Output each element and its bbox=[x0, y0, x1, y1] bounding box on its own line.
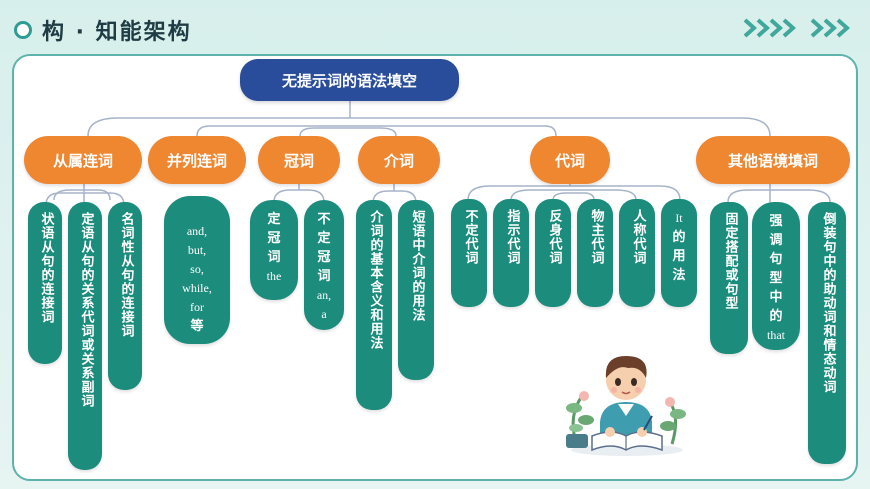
leaf-label: 短语中介词的用法 bbox=[409, 210, 425, 322]
ring-icon bbox=[14, 21, 32, 39]
leaf-line: so, bbox=[190, 262, 204, 276]
leaf-line: that bbox=[767, 328, 785, 342]
leaf-coordinating-examples: and, but, so, while, for 等 bbox=[164, 196, 230, 344]
leaf-label: 反身代词 bbox=[546, 209, 562, 265]
leaf-line: 定 bbox=[317, 231, 331, 246]
leaf-label: 倒装句中的助动词和情态动词 bbox=[820, 212, 836, 394]
leaf-noun-clause-connectors: 名词性从句的连接词 bbox=[108, 202, 142, 390]
leaf-lines: and, but, so, while, for 等 bbox=[182, 196, 212, 336]
leaf-line: It bbox=[675, 211, 683, 225]
leaf-indefinite-pronouns: 不定代词 bbox=[451, 199, 487, 307]
leaf-relative-pronouns-adverbs: 定语从句的关系代词或关系副词 bbox=[68, 202, 102, 470]
chevron-right-icon bbox=[782, 18, 796, 38]
category-pronouns: 代词 bbox=[530, 136, 610, 184]
leaf-label: 指示代词 bbox=[504, 209, 520, 265]
leaf-reflexive-pronouns: 反身代词 bbox=[535, 199, 571, 307]
leaf-label: 人称代词 bbox=[630, 209, 646, 265]
leaf-line: 句 bbox=[769, 252, 783, 267]
leaf-line: 的 bbox=[769, 309, 783, 324]
leaf-preposition-basic-usage: 介词的基本含义和用法 bbox=[356, 200, 392, 410]
leaf-line: 调 bbox=[769, 233, 783, 248]
category-prepositions: 介词 bbox=[358, 136, 440, 184]
leaf-line: 词 bbox=[267, 250, 281, 265]
chevron-right-icon bbox=[836, 18, 850, 38]
category-coordinating-conjunctions: 并列连词 bbox=[148, 136, 246, 184]
leaf-line: 强 bbox=[769, 214, 783, 229]
child-reading-illustration bbox=[566, 356, 686, 456]
leaf-label: 不定代词 bbox=[462, 209, 478, 265]
leaf-label: 介词的基本含义和用法 bbox=[367, 210, 383, 350]
leaf-line: 法 bbox=[672, 268, 686, 283]
leaf-inversion-auxiliaries: 倒装句中的助动词和情态动词 bbox=[808, 202, 846, 464]
leaf-label: 定语从句的关系代词或关系副词 bbox=[78, 212, 94, 408]
chevron-right-icon bbox=[756, 18, 770, 38]
leaf-lines: 强 调 句 型 中 的 that bbox=[767, 202, 785, 345]
page-title: 构 · 知能架构 bbox=[42, 20, 192, 45]
leaf-possessive-pronouns: 物主代词 bbox=[577, 199, 613, 307]
leaf-line: 冠 bbox=[317, 250, 331, 265]
leaf-fixed-collocations: 固定搭配或句型 bbox=[710, 202, 748, 354]
chevron-right-icon bbox=[743, 18, 757, 38]
leaf-line: 型 bbox=[769, 271, 783, 286]
leaf-label: 固定搭配或句型 bbox=[722, 212, 738, 310]
category-articles: 冠词 bbox=[258, 136, 340, 184]
header-bar: 构 · 知能架构 bbox=[0, 0, 870, 56]
leaf-personal-pronouns: 人称代词 bbox=[619, 199, 655, 307]
leaf-demonstrative-pronouns: 指示代词 bbox=[493, 199, 529, 307]
leaf-preposition-in-phrases: 短语中介词的用法 bbox=[398, 200, 434, 380]
leaf-adverbial-clause-connectors: 状语从句的连接词 bbox=[28, 202, 62, 364]
leaf-line: 定 bbox=[267, 212, 281, 227]
leaf-line: an, bbox=[316, 288, 332, 302]
leaf-line: but, bbox=[187, 243, 207, 257]
leaf-line: 冠 bbox=[267, 231, 281, 246]
leaf-label: 名词性从句的连接词 bbox=[118, 212, 134, 338]
leaf-line: 不 bbox=[317, 212, 331, 227]
leaf-definite-article: 定 冠 词 the bbox=[250, 200, 298, 300]
leaf-emphatic-that: 强 调 句 型 中 的 that bbox=[752, 202, 800, 350]
leaf-lines: 不 定 冠 词 an, a bbox=[317, 200, 331, 324]
category-subordinating-conjunctions: 从属连词 bbox=[24, 136, 142, 184]
category-other-context: 其他语境填词 bbox=[696, 136, 850, 184]
leaf-it-usage: It 的 用 法 bbox=[661, 199, 697, 307]
leaf-line: 中 bbox=[769, 290, 783, 305]
chevron-right-icon bbox=[823, 18, 837, 38]
leaf-line: the bbox=[266, 269, 282, 283]
leaf-line: while, bbox=[182, 281, 212, 295]
leaf-line: 词 bbox=[317, 269, 331, 284]
leaf-lines: 定 冠 词 the bbox=[267, 200, 282, 286]
chevron-right-icon bbox=[810, 18, 824, 38]
leaf-label: 状语从句的连接词 bbox=[38, 212, 54, 324]
leaf-line: 的 bbox=[672, 230, 686, 245]
root-node: 无提示词的语法填空 bbox=[240, 59, 459, 101]
chevron-right-icon bbox=[769, 18, 783, 38]
leaf-label: 物主代词 bbox=[588, 209, 604, 265]
leaf-line: 等 bbox=[190, 319, 204, 334]
leaf-line: 用 bbox=[672, 249, 686, 264]
leaf-indefinite-article: 不 定 冠 词 an, a bbox=[304, 200, 344, 330]
leaf-lines: It 的 用 法 bbox=[672, 199, 685, 285]
leaf-line: and, bbox=[186, 224, 208, 238]
leaf-line: for bbox=[189, 300, 204, 314]
leaf-line: a bbox=[321, 307, 327, 321]
